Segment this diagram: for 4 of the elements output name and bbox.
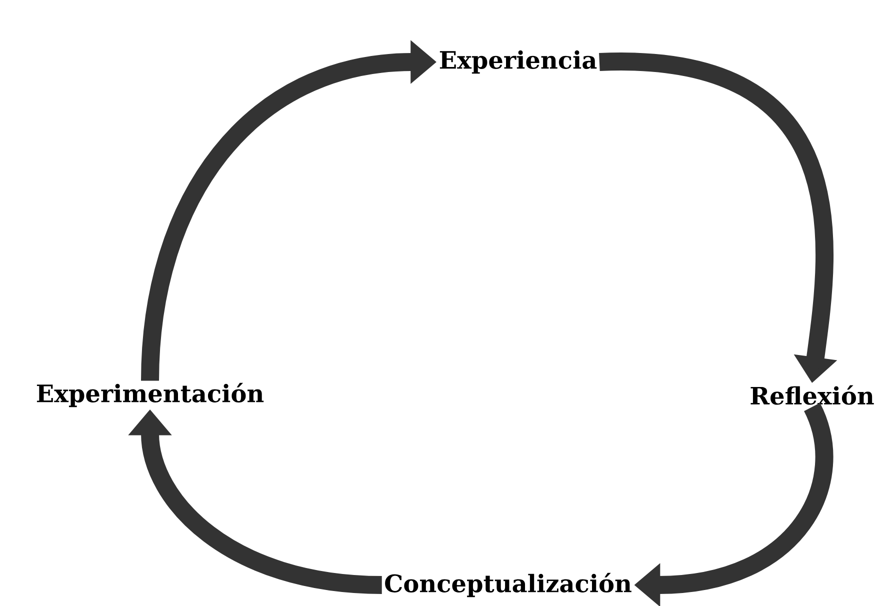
stage-label: Conceptualización [385,572,632,598]
stage-label: Reflexión [750,385,874,405]
stage-label: Experimentación [36,382,264,408]
stage-label: Experiencia [440,50,597,74]
